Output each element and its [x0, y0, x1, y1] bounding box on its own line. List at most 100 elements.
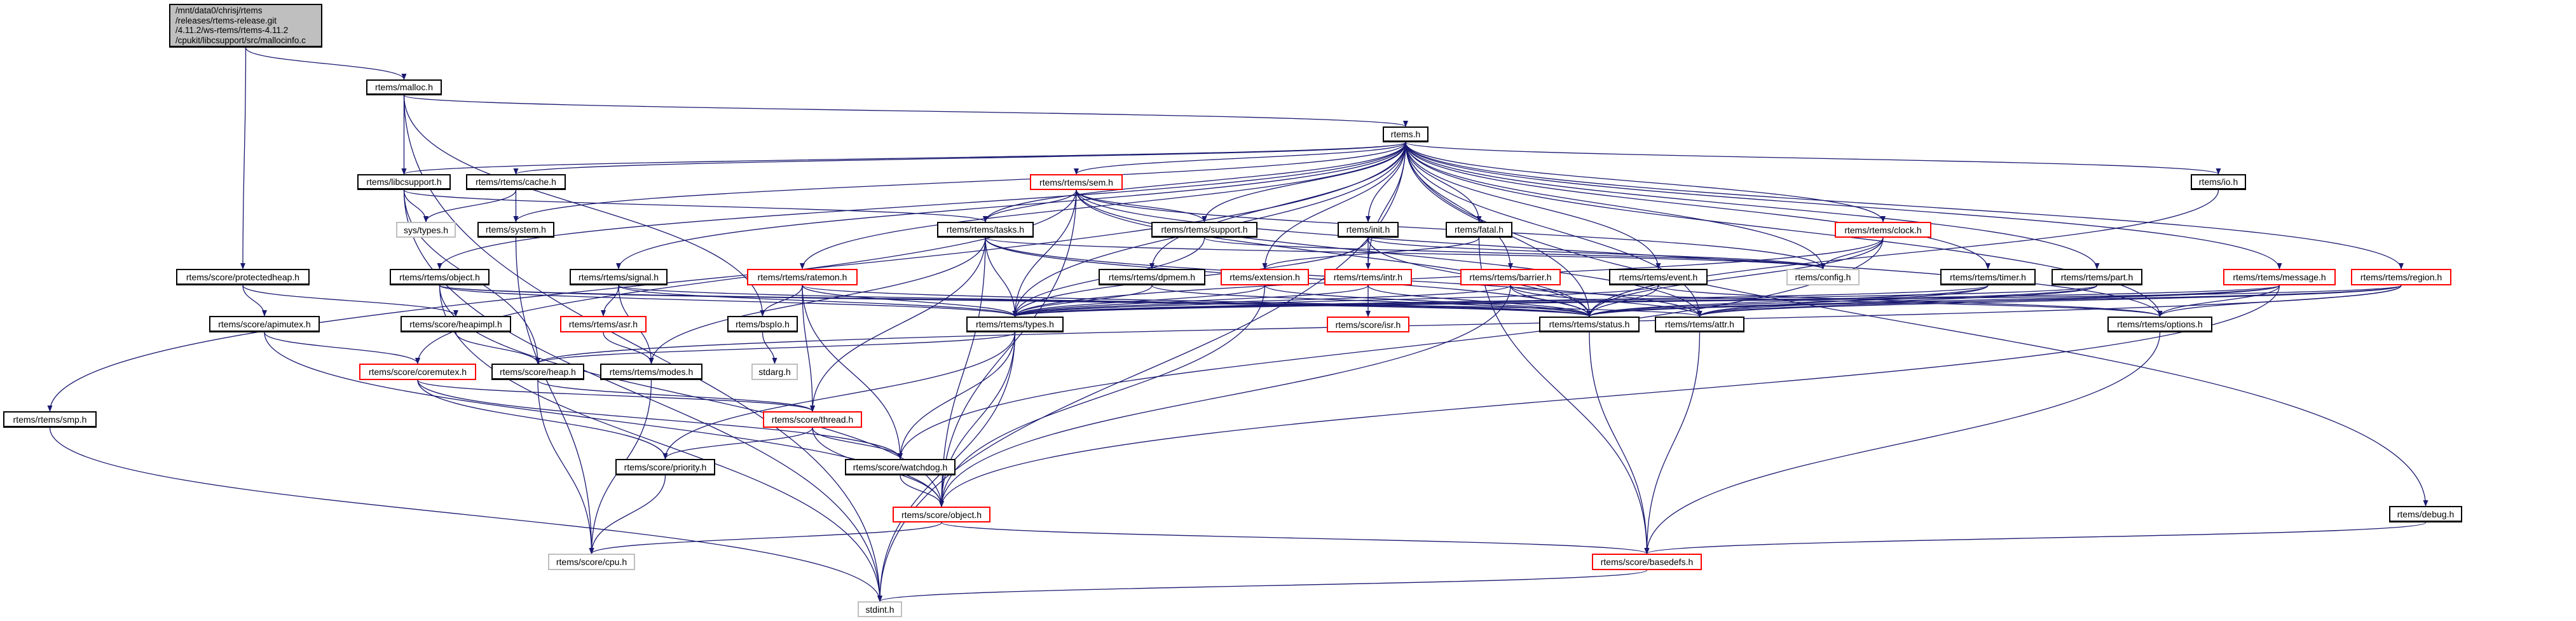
edge-rtems-to-stdint: [877, 142, 1406, 602]
edge-signal-to-asr: [601, 285, 619, 317]
node-systypes[interactable]: sys/types.h: [396, 222, 456, 238]
edge-sem-to-options: [1076, 189, 2163, 317]
edge-extension-to-status: [1264, 285, 1592, 317]
node-system[interactable]: rtems/system.h: [477, 222, 554, 238]
node-sem[interactable]: rtems/rtems/sem.h: [1030, 174, 1123, 190]
edge-rtems-to-ratemon: [800, 142, 1406, 270]
node-extension[interactable]: rtems/extension.h: [1221, 269, 1309, 285]
node-debug[interactable]: rtems/debug.h: [2389, 506, 2462, 522]
node-thread[interactable]: rtems/score/thread.h: [763, 411, 862, 428]
edge-root-to-malloc: [245, 47, 407, 80]
edge-message-to-options: [2157, 285, 2280, 317]
edge-status-to-basedefs: [1589, 332, 1650, 554]
edge-barrier-to-sobject: [939, 285, 1511, 507]
edge-ratemon-to-thread: [802, 285, 815, 412]
node-dpmem[interactable]: rtems/rtems/dpmem.h: [1099, 269, 1205, 285]
node-bspio[interactable]: rtems/bspIo.h: [727, 316, 798, 332]
node-support[interactable]: rtems/rtems/support.h: [1151, 222, 1257, 238]
edge-protectedheap-to-apimutex: [242, 285, 267, 317]
node-types[interactable]: rtems/rtems/types.h: [966, 317, 1064, 332]
node-region[interactable]: rtems/rtems/region.h: [2351, 269, 2451, 285]
edge-dpmem-to-status: [1151, 285, 1592, 317]
node-attr[interactable]: rtems/rtems/attr.h: [1655, 317, 1744, 332]
edge-thread-to-priority: [662, 427, 813, 460]
edge-rtems-to-signal: [616, 142, 1406, 270]
node-smp[interactable]: rtems/rtems/smp.h: [3, 411, 97, 428]
node-cpu[interactable]: rtems/score/cpu.h: [548, 554, 635, 570]
edge-malloc-to-stdint: [403, 95, 882, 602]
node-message[interactable]: rtems/rtems/message.h: [2223, 269, 2336, 285]
node-io[interactable]: rtems/io.h: [2191, 174, 2246, 190]
edge-message-to-status: [1587, 285, 2280, 317]
node-part[interactable]: rtems/rtems/part.h: [2052, 269, 2142, 285]
node-watchdog[interactable]: rtems/score/watchdog.h: [845, 459, 956, 475]
edge-sobject-to-basedefs: [941, 522, 1650, 554]
node-clock[interactable]: rtems/rtems/clock.h: [1835, 222, 1931, 238]
node-asr[interactable]: rtems/rtems/asr.h: [560, 316, 647, 332]
node-stdint[interactable]: stdint.h: [858, 601, 902, 617]
edge-rtems-to-cache: [514, 142, 1406, 175]
edge-apimutex-to-coremutex: [264, 332, 420, 364]
edge-sem-to-status: [1076, 189, 1592, 317]
node-basedefs[interactable]: rtems/score/basedefs.h: [1592, 554, 1702, 570]
edge-rtems-to-robject: [437, 142, 1406, 270]
node-status[interactable]: rtems/rtems/status.h: [1539, 317, 1640, 332]
node-barrier[interactable]: rtems/rtems/barrier.h: [1460, 269, 1561, 285]
edge-sem-to-sobject: [939, 189, 1077, 507]
node-libcsupport[interactable]: rtems/libcsupport.h: [357, 174, 451, 190]
node-robject[interactable]: rtems/rtems/object.h: [390, 269, 490, 285]
edge-rtems-to-message: [1405, 142, 2282, 270]
node-fatal[interactable]: rtems/fatal.h: [1446, 222, 1512, 238]
root-path-line: /4.11.2/ws-rtems/rtems-4.11.2: [175, 25, 289, 35]
edge-sem-to-types: [1012, 189, 1077, 317]
node-cache[interactable]: rtems/rtems/cache.h: [466, 174, 566, 190]
node-isr[interactable]: rtems/score/isr.h: [1327, 317, 1409, 332]
node-config[interactable]: rtems/config.h: [1786, 269, 1860, 285]
node-options[interactable]: rtems/rtems/options.h: [2107, 317, 2212, 332]
edge-malloc-to-bspio: [403, 95, 765, 317]
node-protectedheap[interactable]: rtems/score/protectedheap.h: [176, 269, 310, 285]
node-ratemon[interactable]: rtems/rtems/ratemon.h: [747, 269, 858, 285]
edge-event-to-types: [1012, 285, 1659, 317]
edge-clock-to-types: [1012, 237, 1884, 317]
edge-rtems-to-sem: [1074, 142, 1406, 175]
node-intr[interactable]: rtems/rtems/intr.h: [1324, 269, 1412, 285]
edge-types-to-heap: [535, 332, 1016, 364]
edge-sobject-to-cpu: [589, 522, 942, 554]
node-init[interactable]: rtems/init.h: [1338, 222, 1399, 238]
edge-heapimpl-to-heap: [455, 332, 540, 364]
edge-tasks-to-sobject: [939, 237, 986, 507]
edge-region-to-types: [1013, 285, 2402, 317]
node-apimutex[interactable]: rtems/score/apimutex.h: [209, 316, 320, 332]
node-stdarg[interactable]: stdarg.h: [751, 364, 798, 380]
edge-rtems-to-timer: [1405, 142, 1990, 270]
node-heap[interactable]: rtems/score/heap.h: [491, 364, 584, 380]
edge-io-to-status: [1587, 189, 2219, 317]
node-tasks[interactable]: rtems/rtems/tasks.h: [937, 222, 1034, 238]
edge-region-to-attr: [1697, 285, 2402, 317]
node-timer[interactable]: rtems/rtems/timer.h: [1940, 269, 2036, 285]
node-coremutex[interactable]: rtems/score/coremutex.h: [359, 364, 476, 380]
root-path-line: /releases/rtems-release.git: [175, 15, 277, 25]
node-event[interactable]: rtems/rtems/event.h: [1609, 269, 1708, 285]
node-heapimpl[interactable]: rtems/score/heapimpl.h: [401, 316, 511, 332]
edge-sem-to-tasks: [983, 189, 1077, 222]
node-malloc[interactable]: rtems/malloc.h: [366, 79, 442, 95]
edge-robject-to-types: [439, 285, 1018, 317]
edge-extension-to-sobject: [939, 285, 1266, 507]
edge-options-to-basedefs: [1644, 332, 2161, 554]
node-rtems[interactable]: rtems.h: [1383, 126, 1428, 142]
node-modes[interactable]: rtems/rtems/modes.h: [600, 364, 702, 380]
node-priority[interactable]: rtems/score/priority.h: [615, 459, 715, 475]
edge-ratemon-to-watchdog: [802, 285, 903, 460]
edge-rtems-to-tasks: [983, 142, 1406, 222]
edge-intr-to-types: [1012, 285, 1369, 317]
node-mallocinfo-c[interactable]: /mnt/data0/chrisj/rtems /releases/rtems-…: [169, 4, 322, 48]
edge-rtems-to-region: [1405, 142, 2404, 270]
node-sobject[interactable]: rtems/score/object.h: [893, 507, 990, 522]
edge-rtems-to-libcsupport: [402, 142, 1406, 175]
edge-coremutex-to-priority: [417, 379, 668, 460]
edge-barrier-to-attr: [1510, 285, 1702, 317]
edge-robject-to-stdint: [439, 285, 882, 602]
node-signal[interactable]: rtems/rtems/signal.h: [570, 269, 668, 285]
